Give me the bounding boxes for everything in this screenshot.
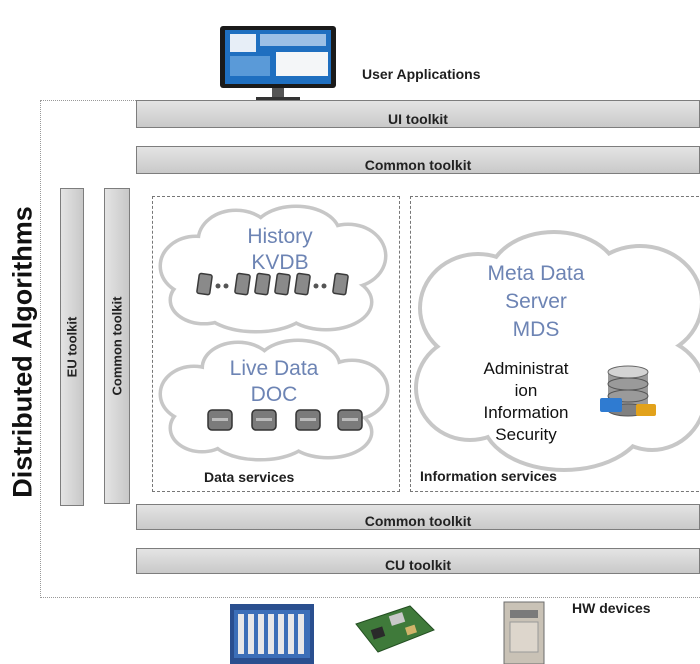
database-icon <box>600 365 656 417</box>
history-cloud <box>158 204 388 334</box>
information-services-box <box>410 196 700 492</box>
meta-data-cloud <box>414 230 700 472</box>
information-services-label: Information services <box>420 468 557 484</box>
common-toolkit-side-bar: Common toolkit <box>104 188 130 504</box>
ui-toolkit-bar: UI toolkit <box>136 100 700 128</box>
live-data-title: Live Data DOC <box>229 357 319 406</box>
server-tower-icon <box>503 601 545 664</box>
common-toolkit-bottom-bar: Common toolkit <box>136 504 700 530</box>
live-data-cloud <box>158 338 390 462</box>
administration-text: Administrat ion Information Security <box>483 359 569 444</box>
common-toolkit-top-bar: Common toolkit <box>136 146 700 174</box>
data-services-label: Data services <box>204 469 295 485</box>
history-title: History KVDB <box>247 225 313 274</box>
pxi-chassis-icon <box>230 604 314 664</box>
hw-devices-label: HW devices <box>572 600 651 616</box>
cu-toolkit-bar: CU toolkit <box>136 548 700 574</box>
side-title: Distributed Algorithms <box>7 206 38 498</box>
raspberry-board-icon <box>355 605 435 653</box>
monitor-icon <box>220 26 336 102</box>
doc-servers-icon <box>207 409 363 431</box>
user-applications-label: User Applications <box>362 66 481 82</box>
data-services-box <box>152 196 400 492</box>
kvdb-nodes-icon <box>196 272 349 296</box>
eu-toolkit-bar: EU toolkit <box>60 188 84 506</box>
meta-data-title: Meta Data Server MDS <box>487 262 585 341</box>
